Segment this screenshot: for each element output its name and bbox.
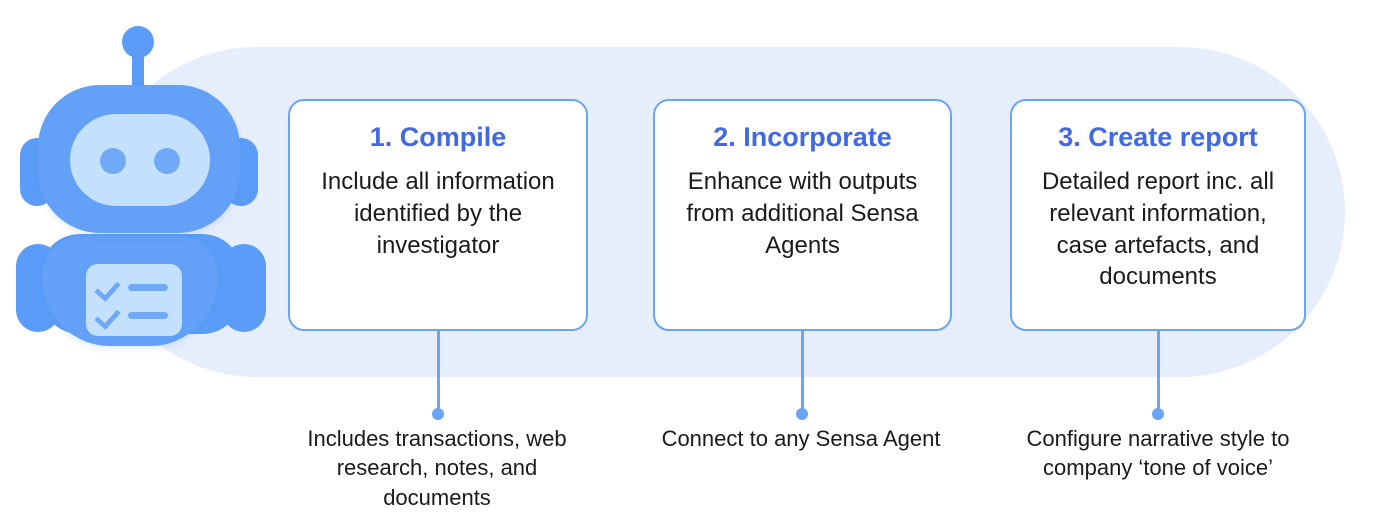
step-card-body: Include all information identified by th…	[321, 167, 555, 259]
step-card-body: Detailed report inc. all relevant inform…	[1041, 167, 1275, 291]
robot-assistant-icon	[16, 26, 266, 346]
step-card-title: 2. Incorporate	[713, 122, 892, 152]
robot-checklist-screen-icon	[86, 264, 182, 336]
robot-antenna-stem-icon	[132, 48, 144, 96]
robot-checklist-line-2-icon	[128, 312, 168, 319]
connector-line-2	[801, 331, 804, 413]
step-card-title: 1. Compile	[369, 122, 507, 152]
connector-line-3	[1157, 331, 1160, 413]
step-card-create-report[interactable]: 3. Create report Detailed report inc. al…	[1010, 99, 1306, 331]
step-card-compile[interactable]: 1. Compile Include all information ident…	[288, 99, 588, 331]
connector-dot-2	[796, 408, 808, 420]
robot-antenna-ball-icon	[122, 26, 154, 58]
robot-eye-left-icon	[100, 148, 126, 174]
robot-eye-right-icon	[154, 148, 180, 174]
robot-checklist-line-1-icon	[128, 284, 168, 291]
step-caption-incorporate: Connect to any Sensa Agent	[661, 426, 941, 451]
connector-line-1	[437, 331, 440, 413]
step-caption-compile: Includes transactions, web research, not…	[307, 426, 567, 510]
robot-visor-icon	[70, 114, 210, 206]
connector-dot-3	[1152, 408, 1164, 420]
step-card-title: 3. Create report	[1058, 122, 1258, 152]
step-caption-create-report: Configure narrative style to company ‘to…	[1026, 426, 1290, 481]
step-card-incorporate[interactable]: 2. Incorporate Enhance with outputs from…	[653, 99, 952, 331]
connector-dot-1	[432, 408, 444, 420]
step-card-body: Enhance with outputs from additional Sen…	[686, 167, 919, 259]
